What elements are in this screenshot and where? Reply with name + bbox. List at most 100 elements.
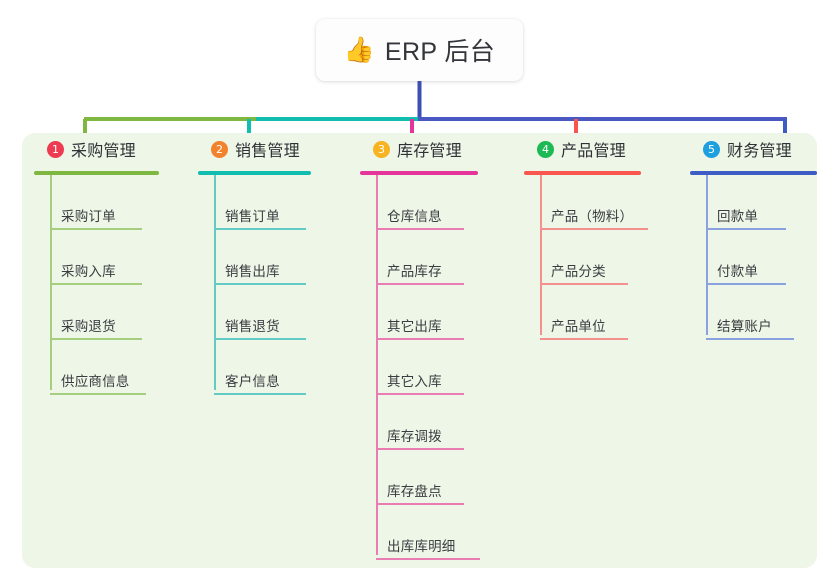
branch-header-3[interactable]: 3 库存管理 (360, 133, 523, 165)
branch-column-4: 4 产品管理 产品（物料） 产品分类 产品单位 (524, 133, 687, 340)
leaf-item[interactable]: 库存盘点 (360, 450, 523, 505)
leaf-item[interactable]: 付款单 (690, 230, 839, 285)
branch-badge-2: 2 (211, 140, 228, 158)
leaf-item[interactable]: 库存调拨 (360, 395, 523, 450)
branch-badge-5: 5 (703, 140, 720, 158)
branch-rule-2 (198, 171, 311, 175)
branches-panel (22, 133, 817, 568)
leaf-label: 采购入库 (61, 264, 116, 279)
leaf-rule (214, 393, 306, 395)
leaf-rule (376, 228, 464, 230)
leaf-label: 产品单位 (551, 319, 606, 334)
branch-title-1: 采购管理 (71, 143, 136, 160)
leaf-rule (540, 283, 628, 285)
leaf-label: 销售出库 (225, 264, 280, 279)
leaf-item[interactable]: 结算账户 (690, 285, 839, 340)
branch-title-4: 产品管理 (561, 143, 626, 160)
leaf-item[interactable]: 客户信息 (198, 340, 361, 395)
leaf-item[interactable]: 销售出库 (198, 230, 361, 285)
branch-leaf-list-2: 销售订单 销售出库 销售退货 客户信息 (198, 175, 361, 395)
leaf-label: 产品分类 (551, 264, 606, 279)
branch-leaf-list-3: 仓库信息 产品库存 其它出库 其它入库 库存调拨 (360, 175, 523, 560)
leaf-label: 销售订单 (225, 209, 280, 224)
leaf-label: 结算账户 (717, 319, 772, 334)
branch-column-1: 1 采购管理 采购订单 采购入库 采购退货 供应商信 (34, 133, 197, 395)
branch-badge-1: 1 (47, 140, 64, 158)
leaf-item[interactable]: 产品库存 (360, 230, 523, 285)
branch-header-4[interactable]: 4 产品管理 (524, 133, 687, 165)
leaf-label: 产品（物料） (551, 209, 634, 224)
leaf-rule (706, 228, 786, 230)
branch-leaf-list-5: 回款单 付款单 结算账户 (690, 175, 839, 340)
branch-spine-4 (540, 175, 542, 335)
leaf-rule (214, 338, 306, 340)
leaf-item[interactable]: 销售退货 (198, 285, 361, 340)
leaf-item[interactable]: 产品单位 (524, 285, 687, 340)
leaf-label: 其它入库 (387, 374, 442, 389)
leaf-rule (50, 338, 142, 340)
leaf-label: 其它出库 (387, 319, 442, 334)
branch-header-5[interactable]: 5 财务管理 (690, 133, 839, 165)
leaf-item[interactable]: 产品分类 (524, 230, 687, 285)
leaf-rule (376, 393, 464, 395)
leaf-item[interactable]: 仓库信息 (360, 175, 523, 230)
branch-columns: 1 采购管理 采购订单 采购入库 采购退货 供应商信 (22, 133, 817, 568)
branch-column-2: 2 销售管理 销售订单 销售出库 销售退货 客户信息 (198, 133, 361, 395)
leaf-rule (706, 338, 794, 340)
leaf-rule (50, 393, 146, 395)
leaf-label: 产品库存 (387, 264, 442, 279)
branch-badge-4: 4 (537, 140, 554, 158)
leaf-label: 出库库明细 (387, 539, 456, 554)
branch-title-2: 销售管理 (235, 143, 300, 160)
leaf-rule (540, 228, 648, 230)
branch-rule-5 (690, 171, 817, 175)
leaf-rule (376, 283, 464, 285)
leaf-rule (50, 228, 142, 230)
branch-title-3: 库存管理 (397, 143, 462, 160)
leaf-label: 客户信息 (225, 374, 280, 389)
branch-badge-3: 3 (373, 140, 390, 158)
leaf-label: 库存盘点 (387, 484, 442, 499)
leaf-item[interactable]: 其它入库 (360, 340, 523, 395)
branch-spine-5 (706, 175, 708, 335)
leaf-item[interactable]: 产品（物料） (524, 175, 687, 230)
leaf-rule (376, 338, 464, 340)
leaf-label: 采购退货 (61, 319, 116, 334)
branch-spine-2 (214, 175, 216, 390)
leaf-label: 供应商信息 (61, 374, 130, 389)
branch-title-5: 财务管理 (727, 143, 792, 160)
leaf-item[interactable]: 采购订单 (34, 175, 197, 230)
leaf-item[interactable]: 其它出库 (360, 285, 523, 340)
leaf-rule (214, 228, 306, 230)
branch-spine-3 (376, 175, 378, 555)
leaf-rule (540, 338, 628, 340)
leaf-label: 库存调拨 (387, 429, 442, 444)
leaf-rule (376, 558, 480, 560)
leaf-item[interactable]: 采购入库 (34, 230, 197, 285)
leaf-rule (50, 283, 142, 285)
root-title: ERP 后台 (384, 38, 496, 66)
root-node[interactable]: 👍 ERP 后台 (316, 19, 523, 81)
branch-rule-3 (360, 171, 478, 175)
leaf-label: 采购订单 (61, 209, 116, 224)
leaf-item[interactable]: 出库库明细 (360, 505, 523, 560)
leaf-rule (706, 283, 786, 285)
branch-header-1[interactable]: 1 采购管理 (34, 133, 197, 165)
branch-rule-1 (34, 171, 159, 175)
branch-column-3: 3 库存管理 仓库信息 产品库存 其它出库 其它入库 (360, 133, 523, 560)
leaf-item[interactable]: 供应商信息 (34, 340, 197, 395)
branch-column-5: 5 财务管理 回款单 付款单 结算账户 (690, 133, 839, 340)
branch-spine-1 (50, 175, 52, 390)
leaf-label: 仓库信息 (387, 209, 442, 224)
leaf-item[interactable]: 销售订单 (198, 175, 361, 230)
leaf-item[interactable]: 回款单 (690, 175, 839, 230)
leaf-item[interactable]: 采购退货 (34, 285, 197, 340)
branch-leaf-list-4: 产品（物料） 产品分类 产品单位 (524, 175, 687, 340)
leaf-label: 销售退货 (225, 319, 280, 334)
branch-header-2[interactable]: 2 销售管理 (198, 133, 361, 165)
leaf-rule (376, 503, 464, 505)
leaf-label: 回款单 (717, 209, 759, 224)
branch-rule-4 (524, 171, 641, 175)
leaf-label: 付款单 (717, 264, 759, 279)
